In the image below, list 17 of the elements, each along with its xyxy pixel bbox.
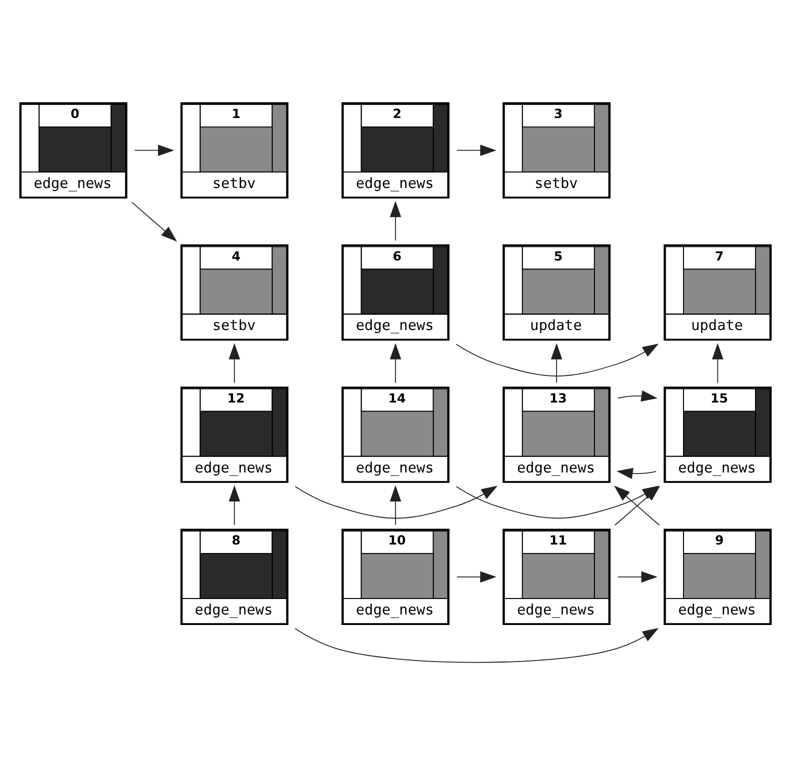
arrow [390, 342, 402, 383]
arrow [294, 485, 498, 518]
arrow [550, 342, 562, 383]
arrow [617, 570, 658, 582]
arrow [456, 144, 496, 156]
arrow [390, 484, 402, 525]
arrow [456, 570, 496, 582]
arrow [134, 144, 174, 156]
arrow [228, 484, 240, 525]
arrow [131, 201, 178, 242]
arrow [616, 467, 657, 479]
arrow [617, 390, 658, 402]
arrow [294, 627, 659, 662]
arrow [456, 343, 659, 376]
arrow [712, 342, 724, 383]
arrow [390, 200, 402, 240]
arrow [228, 342, 240, 383]
